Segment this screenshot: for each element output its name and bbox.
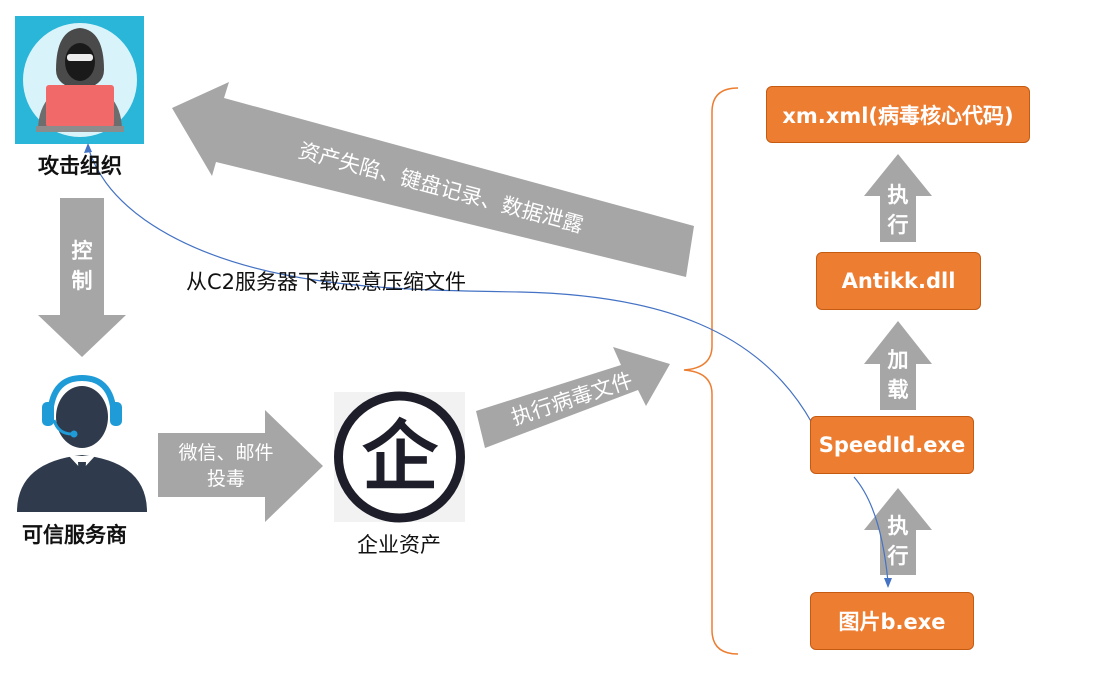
c2-download-label: 从C2服务器下载恶意压缩文件 [186,270,467,294]
exec-top-char-2: 行 [887,213,909,237]
control-char-1: 控 [71,239,93,263]
poison-arrow-text: 微信、邮件 投毒 [160,440,292,492]
exec-bottom-char-1: 执 [887,514,909,538]
enterprise-glyph: 企 [362,412,438,501]
exec-line-arrowhead [884,578,892,588]
data-leak-arrow [172,82,694,277]
execute-arrow-top-text: 执 行 [882,180,914,240]
load-arrow [864,321,932,410]
exec-bottom-char-2: 行 [887,544,909,568]
service-agent-icon [17,374,147,512]
enterprise-logo [334,391,465,523]
hacker-icon [15,16,144,144]
execute-arrow-bottom-text: 执 行 [882,511,914,571]
execute-arrow-bottom [864,488,932,575]
load-char-1: 加 [887,348,909,372]
exec-blue-line [853,476,889,583]
poison-text-line-1: 微信、邮件 [178,442,274,464]
provider-label: 可信服务商 [22,523,127,547]
control-char-2: 制 [71,269,93,293]
xm-xml-box: xm.xml(病毒核心代码) [766,86,1030,143]
execute-virus-arrow [476,347,670,448]
c2-download-line [87,146,813,424]
control-arrow-text: 控 制 [66,236,98,296]
antikk-dll-box: Antikk.dll [816,252,981,310]
load-char-2: 载 [887,378,909,402]
load-arrow-text: 加 载 [882,345,914,405]
orange-brace [683,87,739,655]
exec-top-char-1: 执 [887,183,909,207]
poison-arrow [158,410,323,522]
execute-arrow-top [864,154,932,242]
control-arrow [38,198,126,357]
attacker-label: 攻击组织 [38,154,122,178]
tupian-exe-box: 图片b.exe [810,592,974,650]
enterprise-label: 企业资产 [357,533,441,557]
speedid-exe-box: SpeedId.exe [810,416,974,474]
poison-text-line-2: 投毒 [206,468,245,490]
c2-line-arrowhead [84,143,92,153]
